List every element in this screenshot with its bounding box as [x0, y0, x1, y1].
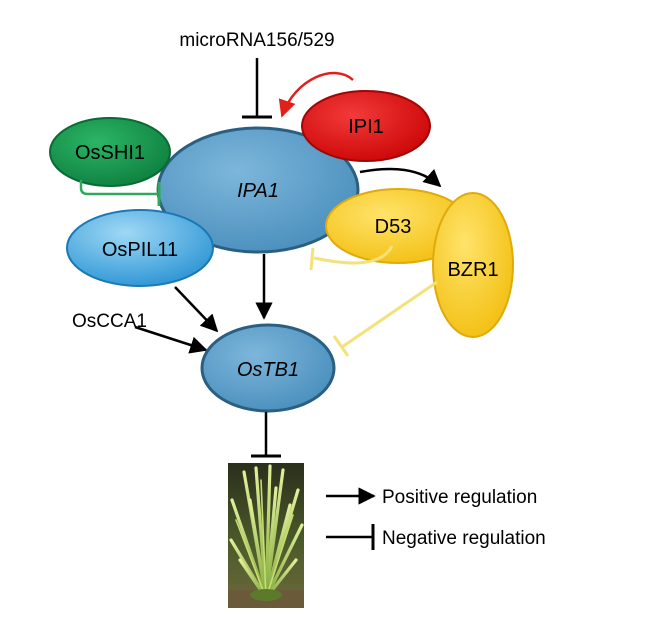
legend: Positive regulation Negative regulation: [326, 487, 546, 550]
ipi1-label: IPI1: [348, 116, 384, 138]
bzr1-node: [432, 192, 514, 338]
microrna-label: microRNA156/529: [179, 30, 334, 51]
ipi1-activates-ipa1-edge: [278, 71, 354, 118]
ipa1-label: IPA1: [237, 180, 279, 202]
ospil11-activates-ostb1-edge: [174, 286, 219, 333]
mirna-inhibits-ipa1-edge: [242, 58, 272, 119]
oscca1-label: OsCCA1: [72, 311, 147, 332]
ostb1-inhibits-tillering-edge: [251, 412, 281, 458]
legend-positive-label: Positive regulation: [382, 487, 537, 508]
ipa1-to-d53-edge: [359, 167, 442, 188]
osshi1-inhibits-ipa1-edge: [79, 180, 161, 206]
legend-negative-bar: [326, 524, 375, 550]
ipi1-node: [301, 90, 431, 162]
ostb1-label: OsTB1: [237, 359, 299, 381]
bzr1-label: BZR1: [447, 259, 498, 281]
ospil11-node: [66, 209, 214, 287]
d53-label: D53: [375, 216, 412, 238]
osshi1-node: [49, 117, 171, 187]
legend-negative-label: Negative regulation: [382, 528, 546, 549]
osshi1-label: OsSHI1: [75, 142, 145, 164]
d53-inhibits-ipa1-edge: [309, 245, 394, 271]
ostb1-node: [200, 323, 336, 413]
ospil11-label: OsPIL11: [102, 239, 178, 261]
rice-plant-photo: [228, 463, 304, 608]
oscca1-activates-ostb1-edge: [134, 325, 208, 354]
bzr1-inhibits-ostb1-edge: [332, 280, 438, 357]
